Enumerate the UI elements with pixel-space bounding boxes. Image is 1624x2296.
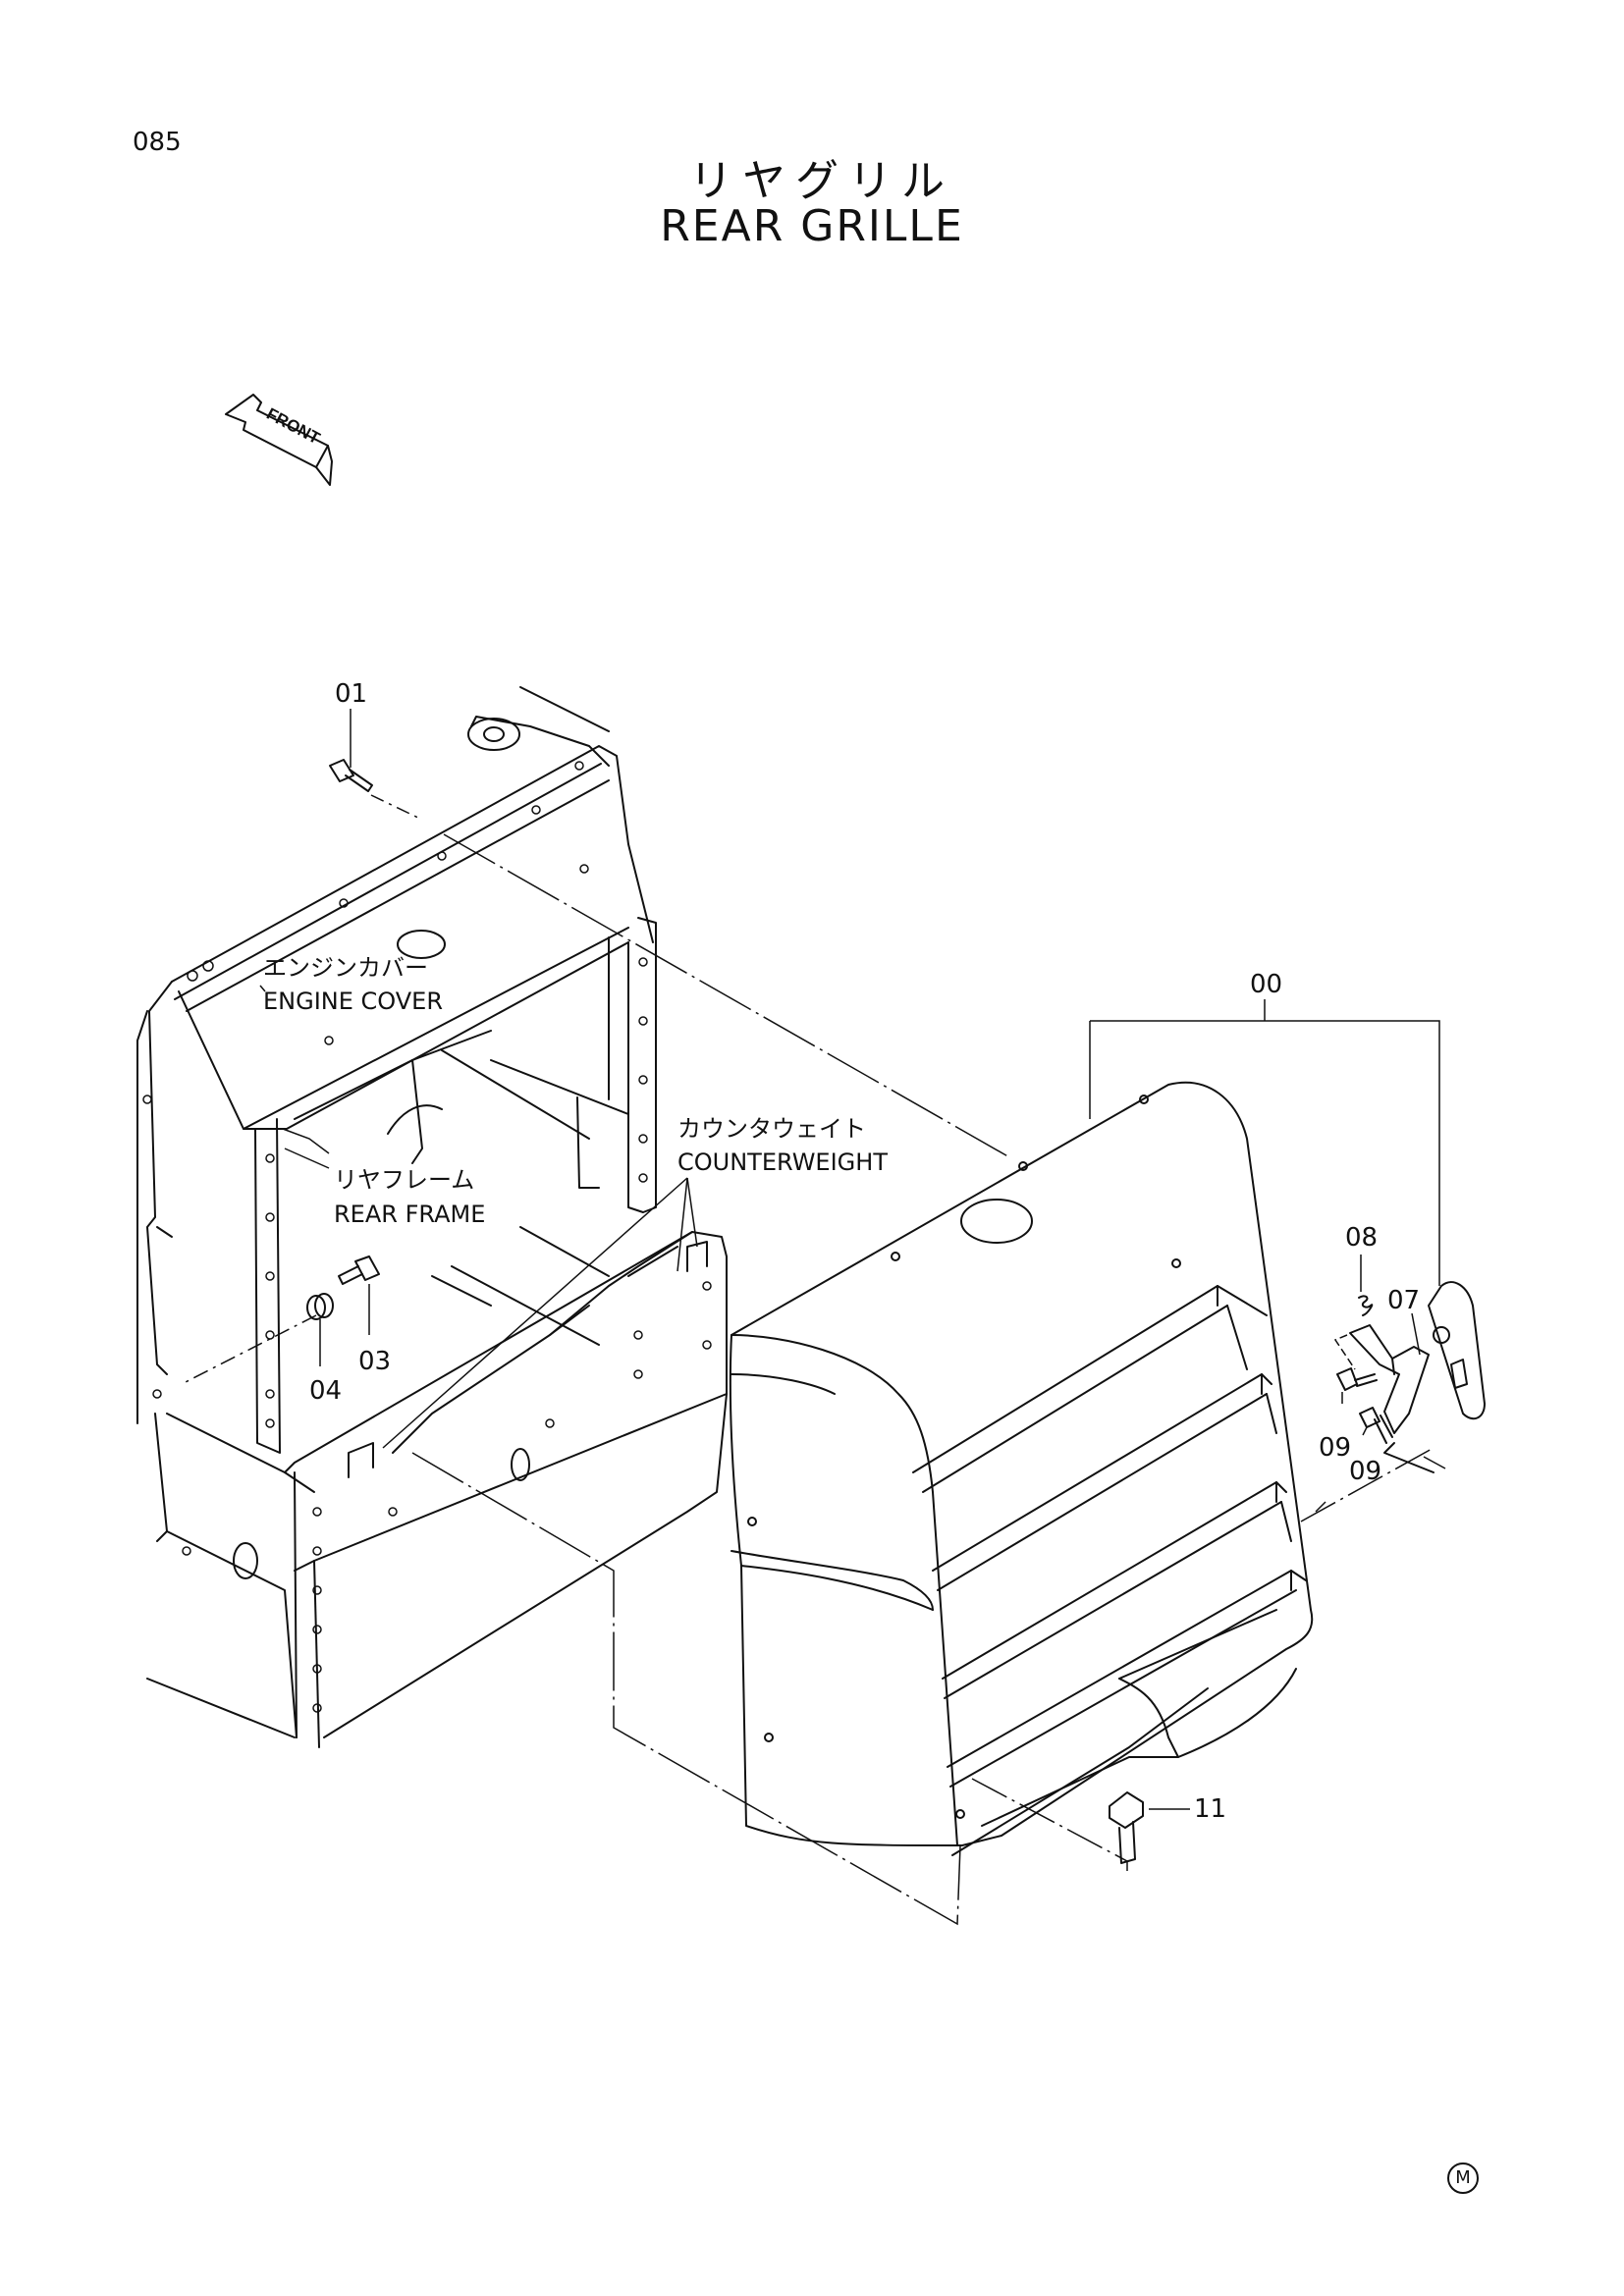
callout-03: 03 (358, 1347, 392, 1376)
bolt-01-icon (329, 759, 373, 792)
title-japanese: リヤグリル (689, 156, 954, 206)
bolt-11-icon (1109, 1791, 1144, 1864)
callout-01: 01 (335, 679, 368, 709)
rear-frame-label-jp: リヤフレーム (334, 1166, 475, 1194)
latch-assembly-drawing (1336, 1281, 1486, 1473)
collar-04-icon (306, 1293, 334, 1320)
engine-cover-label-jp: エンジンカバー (263, 954, 428, 982)
front-arrow-label: FRONT (263, 404, 323, 449)
page-number: 085 (133, 128, 182, 157)
callout-04: 04 (309, 1376, 343, 1406)
rear-grille-drawing (729, 1081, 1314, 1856)
callout-08: 08 (1345, 1223, 1379, 1253)
rear-frame-label-en: REAR FRAME (334, 1201, 486, 1228)
callout-00: 00 (1250, 970, 1283, 999)
bolt-03-icon (338, 1255, 380, 1285)
engine-cover-frame-drawing (136, 686, 728, 1748)
callout-09-a: 09 (1319, 1433, 1352, 1463)
counterweight-label-en: COUNTERWEIGHT (677, 1148, 888, 1176)
engine-cover-label-en: ENGINE COVER (263, 988, 444, 1015)
corner-mark: M (1447, 2163, 1479, 2194)
counterweight-label-jp: カウンタウェイト (677, 1115, 866, 1143)
callout-07: 07 (1387, 1286, 1421, 1315)
title-english: REAR GRILLE (660, 201, 964, 251)
front-arrow-icon (225, 394, 333, 486)
callout-11: 11 (1194, 1794, 1227, 1824)
callout-09-b: 09 (1349, 1457, 1382, 1486)
